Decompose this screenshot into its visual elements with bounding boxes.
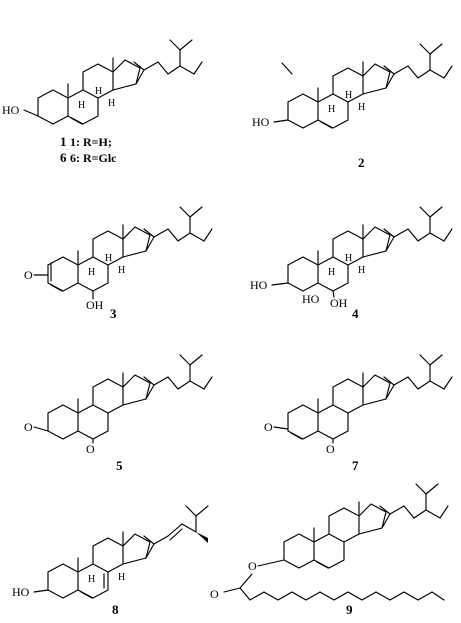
compound-number: 2 — [358, 155, 365, 170]
structure-9: O O — [210, 483, 449, 601]
atom-label: H — [358, 102, 365, 113]
structure-2: HO H H H — [252, 43, 453, 129]
compound-number: 6 — [60, 150, 67, 165]
structure-8: HO H H — [12, 505, 209, 599]
atom-label: H — [108, 98, 115, 109]
atom-label: H — [328, 104, 335, 115]
compound-caption: 1: R=H; — [70, 135, 112, 149]
atom-label: HO — [250, 278, 268, 292]
atom-label: HO — [12, 585, 30, 599]
compound-number: 3 — [110, 306, 117, 321]
atom-label: O — [210, 587, 219, 601]
structure-3: O OH H H H — [24, 206, 213, 312]
atom-label: H — [358, 265, 365, 276]
atom-label: HO — [2, 103, 20, 117]
atom-label: H — [118, 572, 125, 583]
atom-label: OH — [330, 296, 348, 310]
atom-label: O — [24, 420, 33, 434]
compound-number: 4 — [352, 306, 359, 321]
atom-label: O — [248, 559, 257, 573]
structure-5: O O — [24, 354, 213, 456]
atom-label: OH — [86, 298, 104, 312]
atom-label: H — [88, 574, 95, 585]
compound-number: 8 — [112, 602, 119, 617]
compound-number: 1 — [60, 134, 67, 149]
atom-label: H — [328, 267, 335, 278]
compound-number: 5 — [116, 458, 123, 473]
atom-label: O — [264, 420, 273, 434]
structure-1: HO H H H — [2, 39, 203, 125]
compound-number: 7 — [352, 458, 359, 473]
structure-4: HO HO OH H H H — [250, 206, 453, 310]
atom-label: HO — [252, 115, 270, 129]
compound-number: 9 — [346, 602, 353, 617]
atom-label: HO — [302, 292, 320, 306]
atom-label: H — [105, 253, 112, 264]
atom-label: H — [345, 90, 352, 101]
atom-label: H — [118, 265, 125, 276]
compound-caption: 6: R=Glc — [70, 151, 117, 165]
atom-label: O — [24, 268, 33, 282]
atom-label: H — [95, 86, 102, 97]
structure-7: O O — [264, 354, 453, 456]
atom-label: H — [78, 100, 85, 111]
atom-label: O — [326, 442, 335, 456]
atom-label: O — [86, 442, 95, 456]
atom-label: H — [345, 253, 352, 264]
atom-label: H — [88, 267, 95, 278]
